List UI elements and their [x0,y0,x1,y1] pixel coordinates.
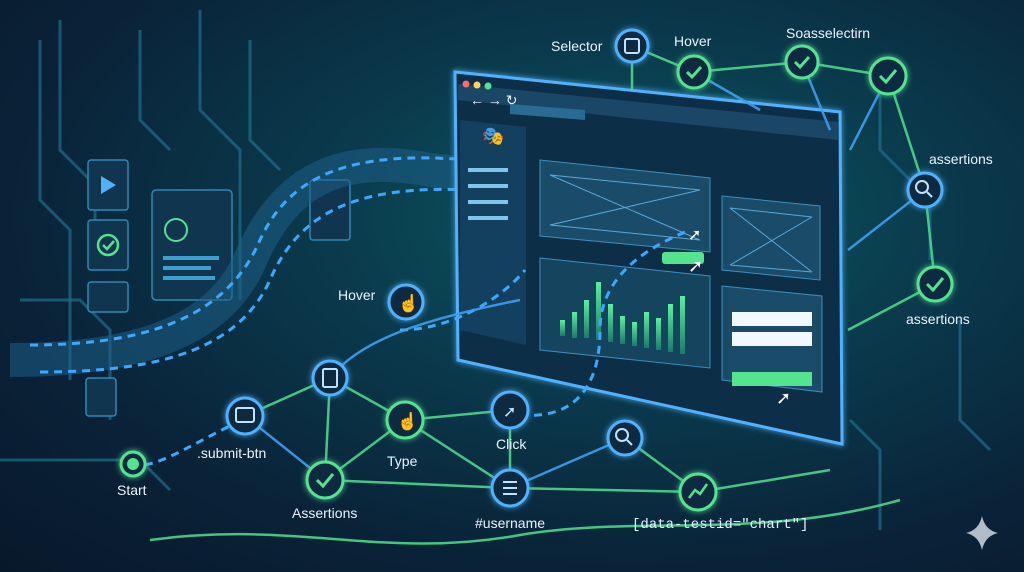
check-icon-soas [793,55,811,70]
chart-card [539,257,711,369]
cursor-icon: ➚ [688,227,701,244]
label-assertions-bottom: Assertions [292,505,357,521]
label-start: Start [117,482,147,498]
dash-click-to-card [519,228,691,417]
flow-dash-lower [39,187,471,374]
cursor-click-icon: ➚ [503,404,516,421]
nav-arrows: ← → ↻ [470,92,518,108]
dash-start [144,423,233,467]
minimize-dot [473,81,481,89]
sparkle-icon [966,516,998,550]
left-panels [85,159,351,417]
label-submit-btn: .submit-btn [197,445,266,461]
label-chart-selector: [data-testid="chart"] [632,517,808,533]
check-icon [315,473,335,489]
node-selector-top[interactable] [614,28,650,64]
check-circle-icon [96,233,120,257]
form-submit [732,372,812,386]
node-type[interactable]: ☝ [385,400,425,440]
form-input-1 [732,312,812,326]
search-icon [615,428,629,442]
card-button [662,252,704,264]
label-username: #username [475,515,545,531]
masks-logo-icon: 🎭 [482,126,504,146]
search-icon-right [915,180,929,194]
check-panel [87,219,129,271]
address-bar [510,104,585,120]
form-panel [151,189,233,301]
node-hover-left[interactable]: ☝ [387,283,425,321]
bar-chart-mini [560,282,685,354]
form-input-2 [732,332,812,346]
browser-content: ← → ↻ 🎭 ➚ ➚ [458,80,838,408]
node-doc[interactable] [311,359,349,397]
label-hover-left: Hover [338,287,376,303]
maximize-dot [484,82,492,90]
node-submit-btn[interactable] [225,396,265,436]
list-icon [503,481,517,495]
browser-cursor-icon [235,407,255,423]
node-assertions-right-1[interactable] [906,171,944,209]
label-hover-top: Hover [674,33,712,49]
label-assertions-right-1: assertions [929,151,993,167]
label-assertions-right-2: assertions [906,311,970,327]
label-soasselectirn: Soasselectirn [786,25,870,41]
label-selector-top: Selector [551,38,603,54]
trend-icon [688,483,709,499]
node-search-mid[interactable] [606,419,644,457]
node-top-right[interactable] [868,56,908,96]
node-soasselectirn[interactable] [784,44,820,80]
play-icon [101,176,116,194]
cursor-icon-3: ➚ [776,388,791,408]
flow-ribbon [9,147,482,377]
hand-pointer-icon: ☝ [398,293,419,314]
label-type: Type [387,453,418,469]
node-assertions-right-2[interactable] [916,265,954,303]
node-username[interactable] [490,468,530,508]
node-start[interactable] [119,450,147,478]
check-icon-hover [685,65,703,80]
hand-pointer-icon-type: ☝ [397,411,418,432]
text-panel [87,281,129,313]
node-chart-selector[interactable] [678,472,718,512]
flow-dash-upper [29,156,471,347]
document-icon [322,368,338,388]
close-dot [462,80,470,88]
node-assertions-bottom[interactable] [305,460,345,500]
circuit-traces [0,10,992,530]
cursor-box-icon [624,38,640,54]
node-click[interactable]: ➚ [490,390,530,430]
dot-icon [127,458,139,470]
check-icon-right [925,277,945,293]
check-icon-tr [878,69,898,85]
cursor-icon-2: ➚ [688,256,703,276]
label-click: Click [496,436,527,452]
node-hover-top[interactable] [676,54,712,90]
